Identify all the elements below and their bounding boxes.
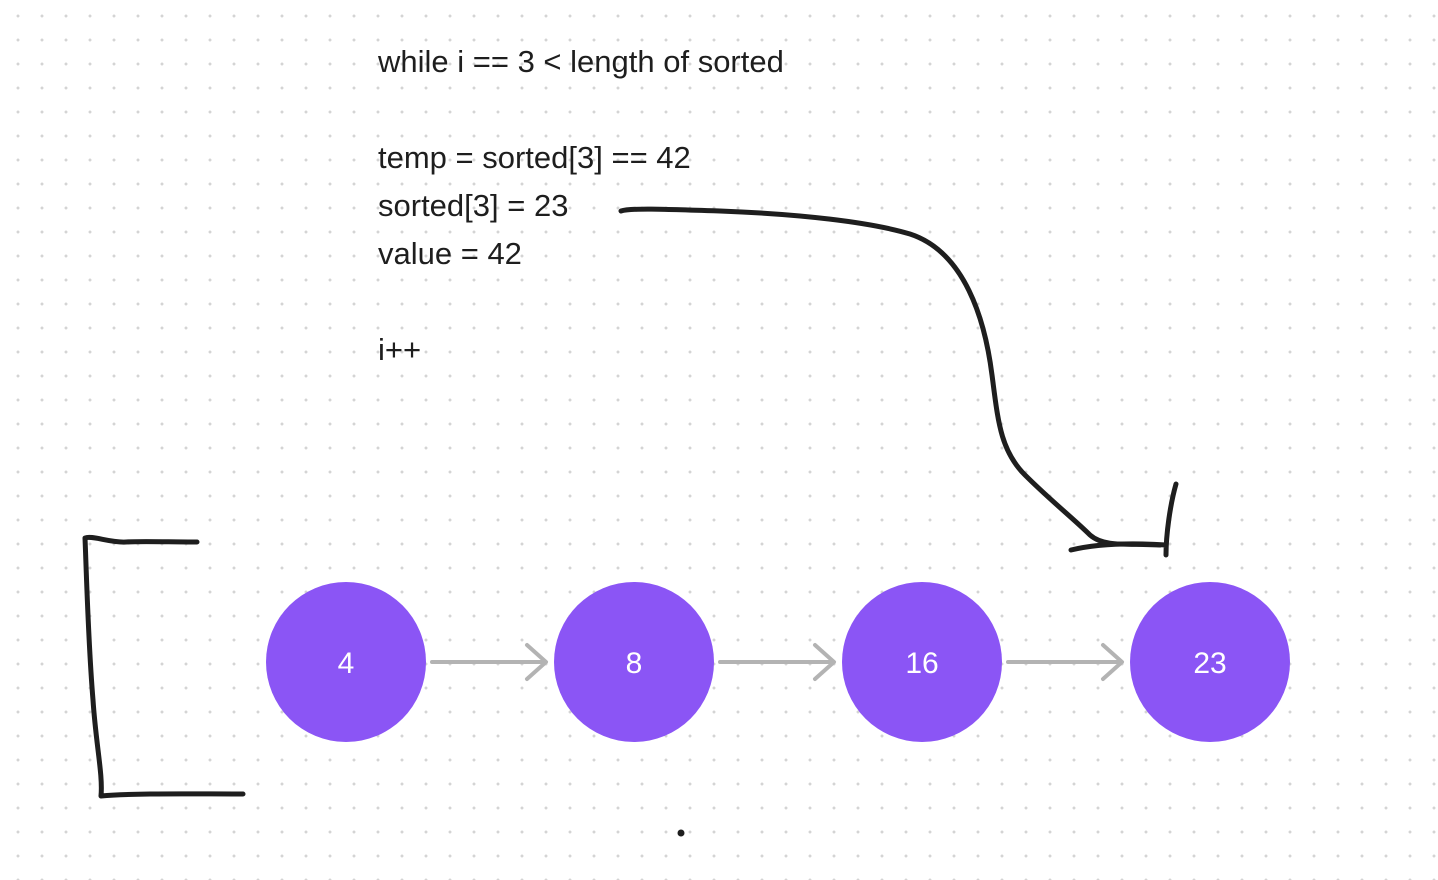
code-text-block: while i == 3 < length of sorted temp = s… [378,38,784,374]
node-label-16: 16 [905,647,938,680]
node-label-8: 8 [626,647,643,680]
code-line-value: value = 42 [378,236,522,271]
node-8[interactable]: 8 [554,582,714,742]
ink-dot [677,829,685,837]
node-label-23: 23 [1193,647,1226,680]
hand-drawn-curved-arrow [618,206,1163,548]
connector-4-to-8 [430,643,548,681]
hand-drawn-arrowhead [1068,481,1179,558]
code-line-while: while i == 3 < length of sorted [378,44,784,79]
code-line-sorted-assign: sorted[3] = 23 [378,188,569,223]
connector-16-to-23 [1006,643,1124,681]
hand-drawn-bracket [82,534,246,799]
code-line-increment: i++ [378,332,422,367]
node-label-4: 4 [338,647,355,680]
node-16[interactable]: 16 [842,582,1002,742]
connector-8-to-16 [718,643,836,681]
node-4[interactable]: 4 [266,582,426,742]
node-23[interactable]: 23 [1130,582,1290,742]
code-line-temp: temp = sorted[3] == 42 [378,140,691,175]
